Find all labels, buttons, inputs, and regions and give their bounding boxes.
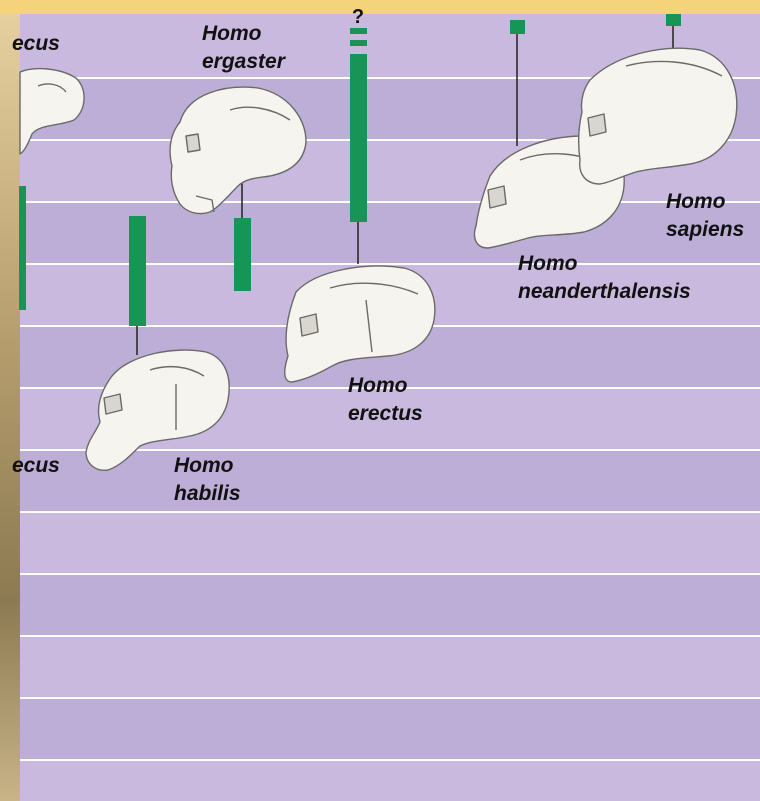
homo-ergaster-range-bar [234, 218, 251, 291]
homo-erectus-uncertain-dash [350, 40, 367, 46]
top-strip [0, 0, 760, 14]
australopithecus-range-bar [19, 186, 26, 310]
homo-habilis-range-bar [129, 216, 146, 326]
homo-erectus-uncertain-dash [350, 28, 367, 34]
homo-neanderthalensis-range-bar [510, 20, 525, 34]
uncertain-origin-marker: ? [352, 6, 364, 28]
homo-erectus-range-bar [350, 54, 367, 222]
species-label-australopithecus-lower: ecus [12, 454, 60, 477]
left-scene-strip [0, 0, 20, 801]
species-label-australopithecus-upper: ecus [12, 32, 60, 55]
homo-sapiens-range-bar [666, 14, 681, 26]
